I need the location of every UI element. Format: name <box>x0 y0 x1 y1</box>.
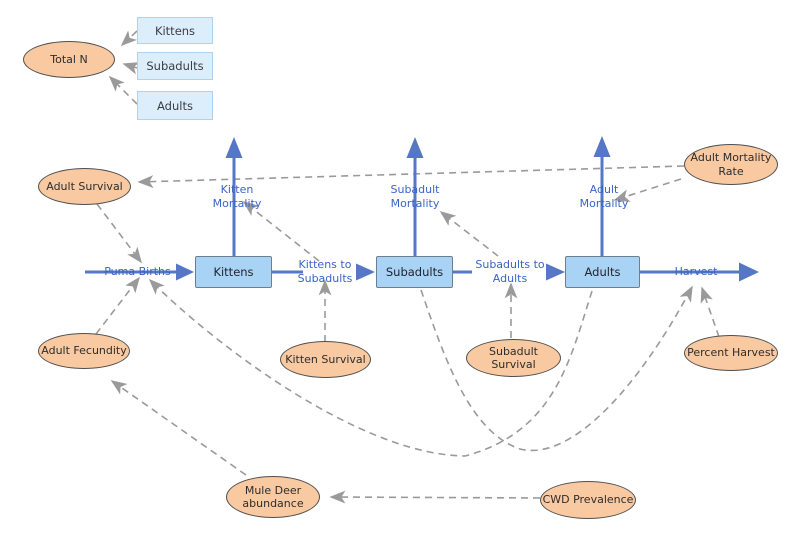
flow-label-adult-mortality[interactable]: Adult Mortality <box>569 183 639 211</box>
summary-box-adults[interactable]: Adults <box>137 91 213 120</box>
connector-adultsurvival-to-pumabirths <box>96 203 142 264</box>
converter-percent-harvest[interactable]: Percent Harvest <box>684 335 778 371</box>
flow-label-subadults-to-adults[interactable]: Subadults to Adults <box>475 258 545 286</box>
total-n-label: Total N <box>50 52 88 66</box>
subadult-survival-label: Subadult Survival <box>488 344 538 371</box>
converter-total-n[interactable]: Total N <box>23 41 115 78</box>
stock-adults[interactable]: Adults <box>565 256 640 288</box>
flow-label-kittens-to-subadults[interactable]: Kittens to Subadults <box>290 258 360 286</box>
summary-box-kittens[interactable]: Kittens <box>137 17 213 44</box>
connector-to-subadultmortality <box>439 211 499 257</box>
percent-harvest-label: Percent Harvest <box>687 346 775 360</box>
flow-arrowhead-adult-mortality-icon <box>593 136 611 157</box>
summary-box-kittens-label: Kittens <box>154 23 196 38</box>
puma-births-text: Puma Births <box>104 264 171 278</box>
kitten-mortality-text: Kitten Mortality <box>212 183 262 210</box>
stock-subadults[interactable]: Subadults <box>376 256 453 288</box>
adult-mortality-text: Adult Mortality <box>579 183 629 210</box>
flow-arrowhead-into-adults-icon <box>546 263 565 281</box>
converter-adult-fecundity[interactable]: Adult Fecundity <box>38 333 130 369</box>
flow-label-kitten-mortality[interactable]: Kitten Mortality <box>202 183 272 211</box>
connector-muledeer-to-adultfecundity <box>110 380 247 476</box>
stock-adults-label: Adults <box>584 265 621 279</box>
connector-to-kittenmortality <box>242 201 320 262</box>
kitten-survival-label: Kitten Survival <box>285 352 366 366</box>
flow-arrowhead-harvest-out-icon <box>739 262 759 282</box>
subadults-to-adults-text: Subadults to Adults <box>475 258 545 285</box>
adult-mortality-rate-label: Adult Mortality Rate <box>690 151 772 178</box>
connector-adultsbox-to-totaln <box>108 75 138 105</box>
converter-adult-survival[interactable]: Adult Survival <box>38 168 131 205</box>
converter-mule-deer-abundance[interactable]: Mule Deer abundance <box>226 476 320 518</box>
harvest-text: Harvest <box>674 264 718 278</box>
adult-fecundity-label: Adult Fecundity <box>41 344 127 358</box>
cwd-prevalence-label: CWD Prevalence <box>542 493 634 507</box>
converter-kitten-survival[interactable]: Kitten Survival <box>280 341 371 378</box>
connector-percentharvest-to-harvest <box>700 286 720 338</box>
converter-cwd-prevalence[interactable]: CWD Prevalence <box>540 481 636 519</box>
stock-kittens[interactable]: Kittens <box>195 256 272 288</box>
summary-box-subadults[interactable]: Subadults <box>137 52 213 80</box>
connector-subadultsbox-to-totaln <box>122 62 140 75</box>
summary-box-adults-label: Adults <box>157 98 193 113</box>
flow-label-harvest[interactable]: Harvest <box>666 264 726 279</box>
connector-adults-to-pumabirths <box>148 278 593 457</box>
flow-arrowhead-subadult-mortality-icon <box>406 137 424 158</box>
connector-adultfecundity-to-pumabirths <box>95 276 140 335</box>
connector-adultmortalityrate-to-adultsurvival <box>137 165 685 188</box>
connector-subadults-to-harvest <box>420 285 693 452</box>
connector-kittensbox-to-totaln <box>120 30 138 47</box>
flow-arrowhead-into-kittens-icon <box>176 263 194 281</box>
summary-box-subadults-label: Subadults <box>146 59 204 73</box>
kittens-to-subadults-text: Kittens to Subadults <box>297 258 353 285</box>
connector-cwd-to-muledeer <box>329 490 541 504</box>
flow-arrowhead-kitten-mortality-icon <box>225 137 243 158</box>
stock-subadults-label: Subadults <box>385 265 444 279</box>
mule-deer-abundance-label: Mule Deer abundance <box>242 483 304 510</box>
adult-survival-label: Adult Survival <box>46 179 123 193</box>
subadult-mortality-text: Subadult Mortality <box>390 183 440 210</box>
stock-kittens-label: Kittens <box>213 265 254 279</box>
flow-arrowhead-into-subadults-icon <box>356 263 375 281</box>
converter-adult-mortality-rate[interactable]: Adult Mortality Rate <box>684 144 778 185</box>
flow-label-puma-births[interactable]: Puma Births <box>95 264 180 279</box>
converter-subadult-survival[interactable]: Subadult Survival <box>466 339 561 377</box>
flow-label-subadult-mortality[interactable]: Subadult Mortality <box>380 183 450 211</box>
